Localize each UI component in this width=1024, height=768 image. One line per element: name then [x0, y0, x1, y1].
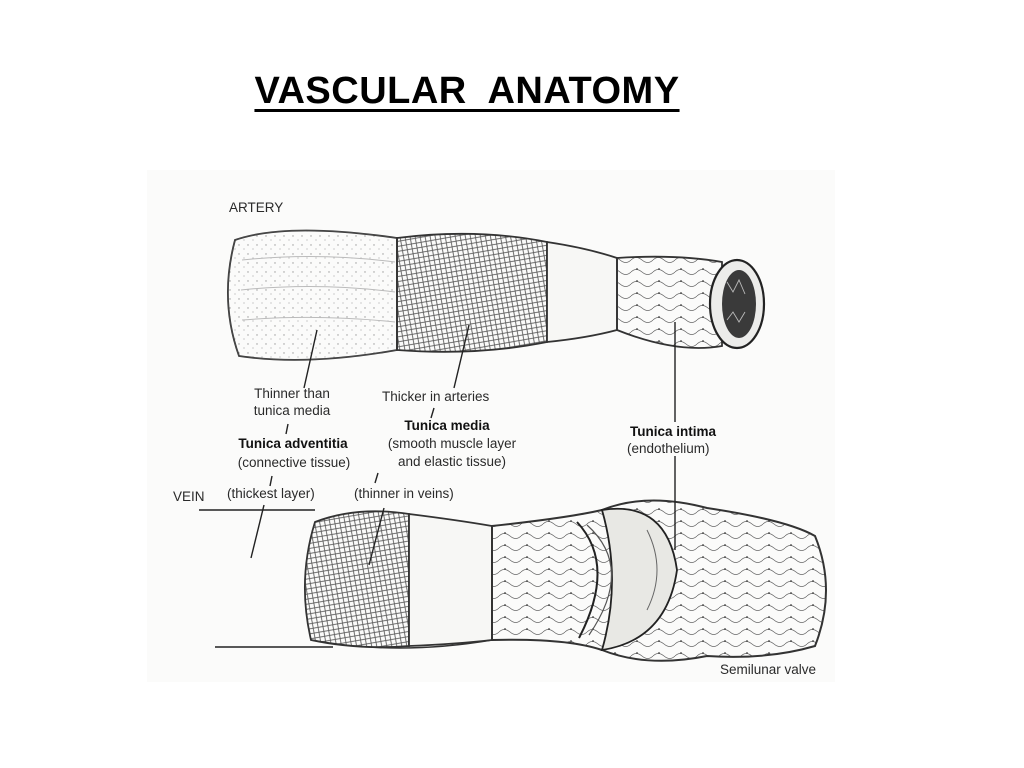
vessel-diagram: ARTERY VEIN Thinner than tunica media Tu…: [147, 170, 835, 682]
media-vein-note: (thinner in veins): [354, 486, 454, 501]
tunica-media-label: Tunica media: [404, 418, 490, 433]
slide-title: VASCULAR ANATOMY: [254, 70, 680, 112]
tunica-adventitia-label: Tunica adventitia: [238, 436, 348, 451]
adventitia-vein-note: (thickest layer): [227, 486, 315, 501]
media-description-1: (smooth muscle layer: [387, 436, 517, 451]
adventitia-description: (connective tissue): [237, 455, 351, 470]
adventitia-note-1: Thinner than: [254, 386, 330, 401]
media-note: Thicker in arteries: [382, 389, 490, 404]
vein-drawing: [303, 499, 827, 662]
vein-label: VEIN: [173, 489, 205, 504]
media-description-2: and elastic tissue): [397, 454, 507, 469]
artery-label: ARTERY: [229, 200, 284, 215]
leader-lines: [199, 322, 676, 648]
tunica-intima-label: Tunica intima: [630, 424, 717, 439]
adventitia-note-2: tunica media: [253, 403, 331, 418]
artery-drawing: [226, 229, 766, 361]
vessel-illustration: [199, 229, 827, 662]
intima-description: (endothelium): [627, 441, 710, 456]
semilunar-valve-label: Semilunar valve: [720, 662, 817, 677]
